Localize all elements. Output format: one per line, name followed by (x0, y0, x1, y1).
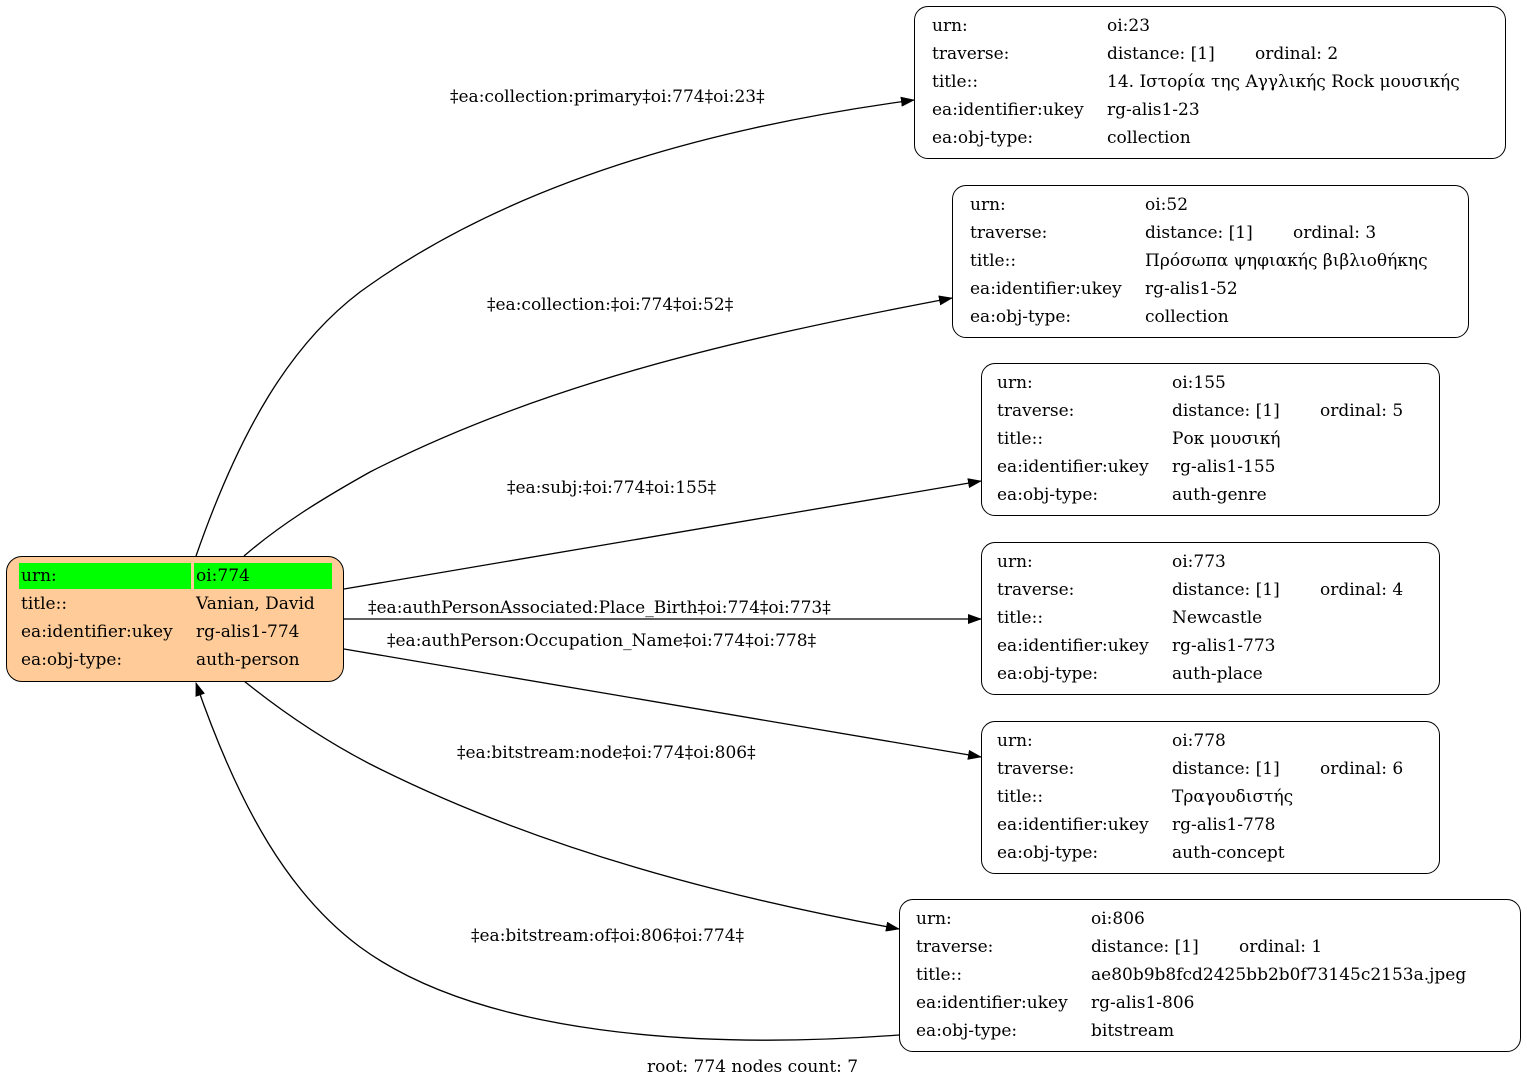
edge-oi778 (343, 648, 982, 760)
field-value: ordinal: 3 (1293, 223, 1377, 243)
root-key: title:: (21, 594, 68, 614)
field-value: auth-concept (1172, 843, 1285, 863)
edge-label-oi155: ‡ea:subj:‡oi:774‡oi:155‡ (507, 478, 717, 498)
field-label: urn: (970, 195, 1006, 215)
field-value: auth-place (1172, 664, 1263, 684)
node-oi52[interactable]: urn: oi:52 traverse: distance: [1] ordinal:… (952, 185, 1469, 338)
edge-label-oi806-back: ‡ea:bitstream:of‡oi:806‡oi:774‡ (471, 926, 745, 946)
edge-oi52 (243, 295, 953, 557)
field-label: title:: (916, 965, 963, 985)
field-label: traverse: (916, 937, 994, 957)
field-label: ea:obj-type: (997, 664, 1099, 684)
root-key: ea:obj-type: (21, 650, 123, 670)
root-key: ea:identifier:ukey (21, 622, 173, 642)
field-value: distance: [1] (1172, 580, 1280, 600)
field-label: ea:obj-type: (932, 128, 1034, 148)
field-value: distance: [1] (1145, 223, 1253, 243)
field-label: title:: (997, 787, 1044, 807)
root-value: rg-alis1-774 (196, 622, 300, 642)
node-oi773[interactable]: urn: oi:773 traverse: distance: [1] ordinal… (981, 542, 1440, 695)
field-value: oi:52 (1145, 195, 1189, 215)
node-oi778[interactable]: urn: oi:778 traverse: distance: [1] ordinal… (981, 721, 1440, 874)
edge-oi155 (343, 478, 982, 590)
root-key: urn: (19, 563, 191, 589)
field-label: urn: (997, 731, 1033, 751)
edge-oi806-back (195, 682, 900, 1041)
field-value: oi:773 (1172, 552, 1226, 572)
field-value: 14. Ιστορία της Αγγλικής Rock μουσικής (1107, 72, 1460, 92)
field-value: rg-alis1-773 (1172, 636, 1276, 656)
field-value: ordinal: 6 (1320, 759, 1404, 779)
edge-label-oi23: ‡ea:collection:primary‡oi:774‡oi:23‡ (450, 87, 765, 107)
field-value: distance: [1] (1172, 759, 1280, 779)
node-oi155[interactable]: urn: oi:155 traverse: distance: [1] ordinal… (981, 363, 1440, 516)
field-label: traverse: (997, 759, 1075, 779)
field-label: ea:identifier:ukey (970, 279, 1122, 299)
field-label: traverse: (997, 401, 1075, 421)
field-value: distance: [1] (1172, 401, 1280, 421)
field-value: Ροκ μουσική (1172, 429, 1281, 449)
field-label: ea:identifier:ukey (997, 636, 1149, 656)
field-label: ea:identifier:ukey (997, 815, 1149, 835)
field-label: ea:obj-type: (970, 307, 1072, 327)
field-label: urn: (932, 16, 968, 36)
field-label: ea:identifier:ukey (916, 993, 1068, 1013)
field-label: urn: (916, 909, 952, 929)
field-value: oi:778 (1172, 731, 1226, 751)
field-label: urn: (997, 552, 1033, 572)
edge-label-oi52: ‡ea:collection:‡oi:774‡oi:52‡ (487, 295, 734, 315)
field-value: oi:23 (1107, 16, 1151, 36)
node-oi806[interactable]: urn: oi:806 traverse: distance: [1] ordinal… (899, 899, 1521, 1052)
field-value: collection (1145, 307, 1229, 327)
field-value: ordinal: 4 (1320, 580, 1404, 600)
field-label: ea:obj-type: (997, 843, 1099, 863)
field-value: ordinal: 5 (1320, 401, 1404, 421)
root-node[interactable]: urn: oi:774 title:: Vanian, David ea:ide… (6, 556, 344, 682)
field-value: oi:806 (1091, 909, 1145, 929)
graph-footer: root: 774 nodes count: 7 (647, 1057, 859, 1077)
field-label: title:: (997, 608, 1044, 628)
node-oi23[interactable]: urn: oi:23 traverse: distance: [1] ordinal:… (914, 6, 1506, 159)
edge-label-oi778: ‡ea:authPerson:Occupation_Name‡oi:774‡oi… (387, 631, 817, 651)
root-value: auth-person (196, 650, 300, 670)
field-label: traverse: (997, 580, 1075, 600)
field-value: rg-alis1-806 (1091, 993, 1195, 1013)
field-value: ae80b9b8fcd2425bb2b0f73145c2153a.jpeg (1091, 965, 1467, 985)
field-value: rg-alis1-52 (1145, 279, 1238, 299)
field-value: rg-alis1-155 (1172, 457, 1276, 477)
field-value: auth-genre (1172, 485, 1267, 505)
field-value: distance: [1] (1091, 937, 1199, 957)
field-value: bitstream (1091, 1021, 1175, 1041)
field-value: distance: [1] (1107, 44, 1215, 64)
edge-oi806 (243, 680, 900, 932)
field-value: oi:155 (1172, 373, 1226, 393)
field-value: rg-alis1-23 (1107, 100, 1200, 120)
field-label: ea:identifier:ukey (932, 100, 1084, 120)
field-value: ordinal: 1 (1239, 937, 1323, 957)
field-value: collection (1107, 128, 1191, 148)
field-value: rg-alis1-778 (1172, 815, 1276, 835)
field-label: urn: (997, 373, 1033, 393)
field-label: traverse: (932, 44, 1010, 64)
edge-label-oi773: ‡ea:authPersonAssociated:Place_Birth‡oi:… (368, 598, 831, 618)
field-value: Πρόσωπα ψηφιακής βιβλιοθήκης (1145, 251, 1428, 271)
field-label: traverse: (970, 223, 1048, 243)
root-value: oi:774 (194, 563, 332, 589)
edge-oi23 (195, 96, 915, 557)
field-label: ea:identifier:ukey (997, 457, 1149, 477)
root-value: Vanian, David (196, 594, 315, 614)
field-value: Newcastle (1172, 608, 1263, 628)
field-label: title:: (970, 251, 1017, 271)
field-label: title:: (932, 72, 979, 92)
field-label: title:: (997, 429, 1044, 449)
field-label: ea:obj-type: (916, 1021, 1018, 1041)
field-label: ea:obj-type: (997, 485, 1099, 505)
edge-label-oi806: ‡ea:bitstream:node‡oi:774‡oi:806‡ (457, 743, 756, 763)
field-value: ordinal: 2 (1255, 44, 1339, 64)
root-row-urn: urn: oi:774 (19, 563, 337, 591)
field-value: Τραγουδιστής (1172, 787, 1294, 807)
